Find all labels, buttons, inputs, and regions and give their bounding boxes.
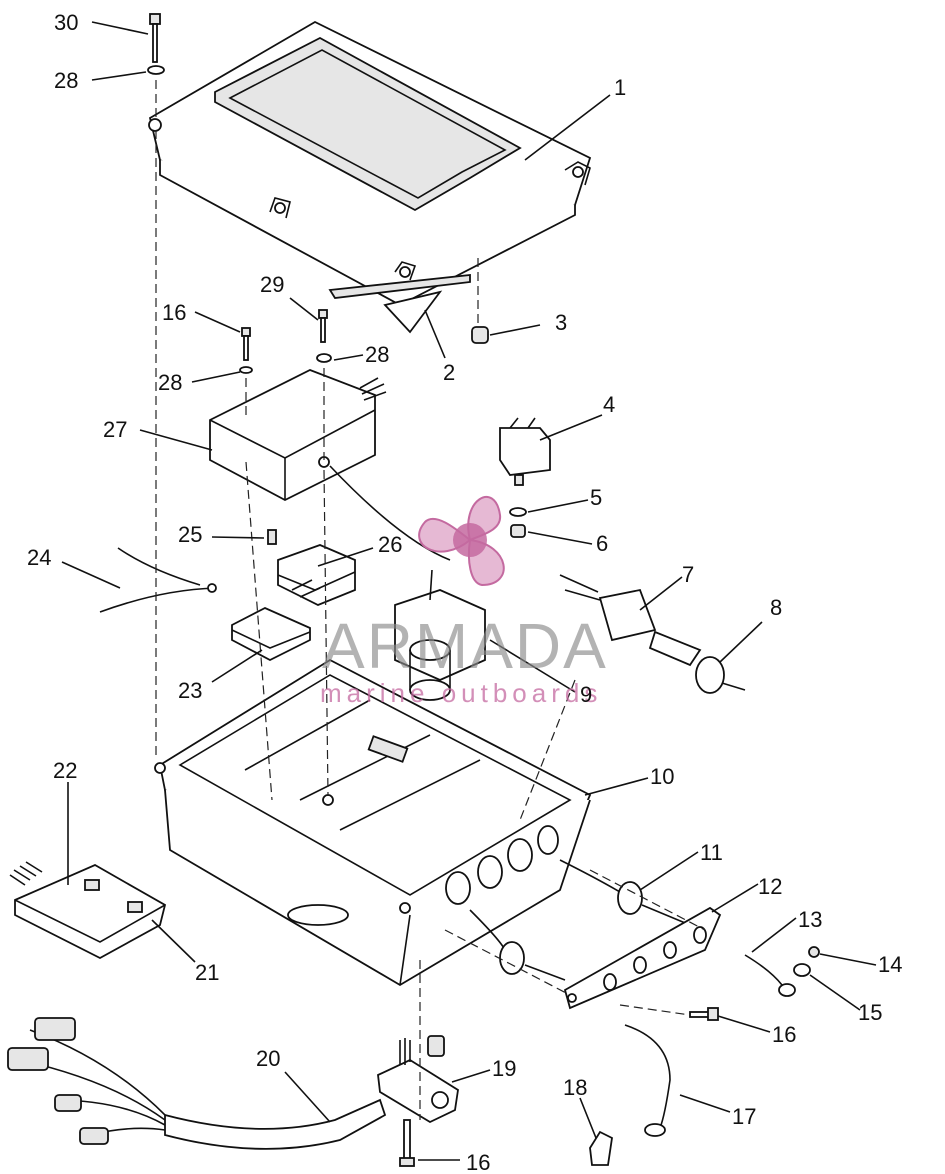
callout-19: 19 <box>492 1056 516 1081</box>
part-ecu-module <box>9 861 167 960</box>
callout-18: 18 <box>563 1075 587 1100</box>
part-cap <box>589 1130 613 1166</box>
part-switch <box>499 417 551 486</box>
part-housing <box>154 658 592 987</box>
callout-10: 10 <box>650 764 674 789</box>
callout-7: 7 <box>682 562 694 587</box>
part-gasket <box>328 273 471 334</box>
callout-13: 13 <box>798 907 822 932</box>
part-ground-wire <box>624 1024 671 1137</box>
callout-8: 8 <box>770 595 782 620</box>
callout-16: 16 <box>772 1022 796 1047</box>
callout-4: 4 <box>603 392 615 417</box>
callout-20: 20 <box>256 1046 280 1071</box>
watermark: ARMADA marine outboards <box>320 495 608 708</box>
watermark-tagline: marine outboards <box>320 678 602 708</box>
callout-28: 28 <box>365 342 389 367</box>
part-bracket <box>377 1035 459 1124</box>
assembly-lines <box>155 80 706 1120</box>
callout-22: 22 <box>53 758 77 783</box>
callout-2: 2 <box>443 360 455 385</box>
callout-14: 14 <box>878 952 902 977</box>
callout-11: 11 <box>700 840 723 865</box>
part-nut-washer <box>793 946 820 977</box>
part-harness <box>7 1017 387 1150</box>
callout-27: 27 <box>103 417 127 442</box>
part-module <box>209 369 451 561</box>
callout-16: 16 <box>466 1150 490 1174</box>
callout-15: 15 <box>858 1000 882 1025</box>
part-washer-nut <box>509 507 527 538</box>
callout-17: 17 <box>732 1104 756 1129</box>
part-cable-connector <box>559 574 746 694</box>
callout-25: 25 <box>178 522 202 547</box>
leader-lines <box>61 21 877 1161</box>
part-wire-24 <box>99 547 217 613</box>
callout-5: 5 <box>590 485 602 510</box>
part-grommet <box>471 326 489 344</box>
callout-26: 26 <box>378 532 402 557</box>
callout-28: 28 <box>54 68 78 93</box>
callout-6: 6 <box>596 531 608 556</box>
callout-30: 30 <box>54 10 78 35</box>
part-plate-and-cables <box>469 859 796 1010</box>
watermark-brand: ARMADA <box>322 610 608 682</box>
propeller-logo-icon <box>418 495 505 587</box>
callout-16: 16 <box>162 300 186 325</box>
part-screws <box>147 13 719 1021</box>
part-coil <box>394 569 486 701</box>
callout-1: 1 <box>614 75 626 100</box>
callout-3: 3 <box>555 310 567 335</box>
part-cover <box>148 20 592 307</box>
callout-21: 21 <box>195 960 219 985</box>
part-screw-bottom <box>399 1119 415 1167</box>
callout-9: 9 <box>580 682 592 707</box>
callout-28: 28 <box>158 370 182 395</box>
callout-12: 12 <box>758 874 782 899</box>
callout-24: 24 <box>27 545 51 570</box>
callout-29: 29 <box>260 272 284 297</box>
callout-labels: 30 28 1 3 2 29 16 28 28 4 27 5 25 26 6 2… <box>27 10 902 1174</box>
callout-23: 23 <box>178 678 202 703</box>
